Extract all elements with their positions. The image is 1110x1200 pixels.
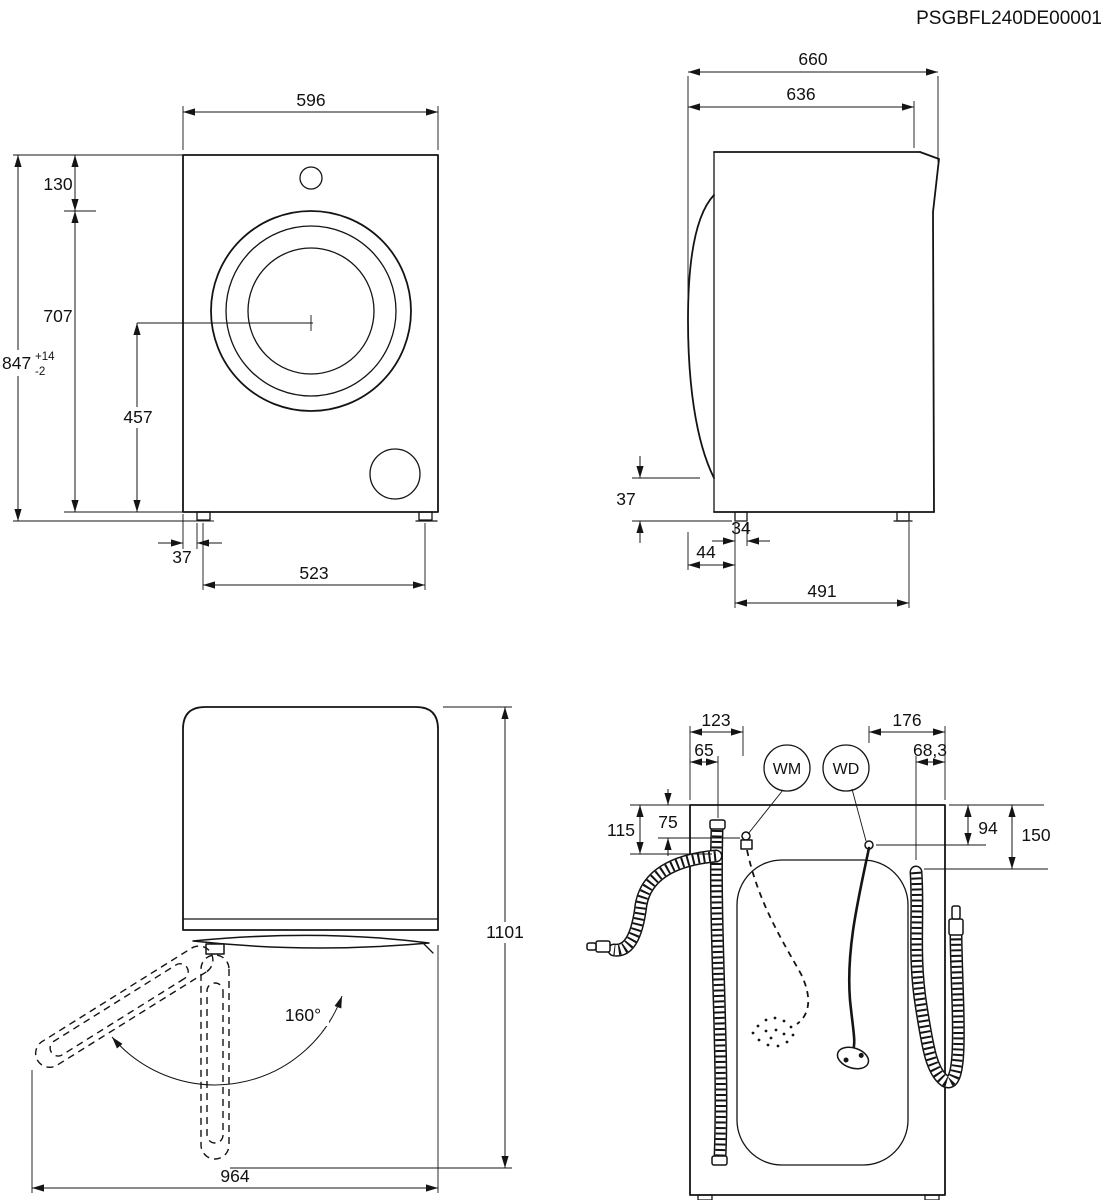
dim-front-height-tol-up: +14 (35, 351, 55, 363)
dim-side-feet-span: 491 (807, 581, 836, 601)
dim-front-top-to-door: 130 (43, 174, 72, 194)
dim-side-depth-body: 636 (786, 84, 815, 104)
side-door-bulge (687, 194, 715, 479)
dim-rear-inlet-y: 150 (1021, 825, 1050, 845)
power-cord (847, 846, 871, 1052)
wd-leader (851, 788, 867, 842)
dim-front-feet-span: 523 (299, 563, 328, 583)
front-left-foot (196, 511, 211, 521)
door-open-view: 160° 1101 964 (29, 706, 531, 1193)
front-knob (299, 166, 323, 190)
door-open-160 (29, 940, 219, 1074)
dim-front-foot-inset: 37 (172, 547, 191, 567)
rear-view: WM WD 123 (586, 710, 1051, 1200)
drain-hook-fitting (595, 940, 611, 953)
dim-rear-drain-y: 115 (607, 820, 635, 840)
door-hinge (205, 943, 225, 955)
dim-front-height-tol-down: -2 (35, 366, 45, 378)
dim-front-height: 847 (2, 353, 31, 373)
dim-rear-wm-x: 123 (701, 710, 730, 730)
door-open-positions: 160° (29, 940, 343, 1160)
front-door-glass (247, 247, 375, 375)
door-open-90 (200, 954, 230, 1160)
front-view-machine (182, 154, 439, 522)
front-door-mid-ring (225, 225, 397, 397)
front-view-dimensions: 596 130 707 847 +14 -2 457 37 523 (0, 90, 439, 590)
wm-bubble (763, 744, 811, 792)
side-view-machine (687, 151, 940, 522)
dim-side-foot-width: 34 (731, 518, 751, 538)
inlet-hose-tip (951, 905, 961, 920)
front-filter-cap (369, 448, 421, 500)
dim-rear-wd-y: 94 (978, 818, 998, 838)
drain-hook-tip (586, 942, 597, 951)
dim-front-door-zone: 707 (43, 306, 72, 326)
power-plug (836, 1046, 870, 1070)
dim-width-door-open: 964 (220, 1166, 249, 1186)
rear-hoses (586, 819, 964, 1166)
door-closed-edge (192, 934, 430, 949)
rear-cabinet (689, 804, 946, 1196)
drain-hose-top-cap (709, 819, 726, 830)
front-cabinet (182, 154, 439, 513)
dim-side-front-to-foot: 44 (696, 542, 716, 562)
rear-dimensions: 123 176 65 68,3 115 75 94 150 (607, 710, 1051, 870)
front-right-foot (418, 511, 433, 521)
drain-hose-bottom-cap (711, 1155, 728, 1166)
wd-label: WD (833, 761, 860, 778)
dim-rear-wm-y: 75 (658, 812, 677, 832)
rear-panel-recess (736, 859, 909, 1166)
dim-door-angle: 160° (285, 1005, 321, 1025)
dim-side-depth-total: 660 (798, 49, 827, 69)
wd-bubble (822, 744, 870, 792)
splash-dots (751, 1016, 795, 1048)
rear-callouts: WM WD (747, 744, 870, 842)
drain-path-dashed (746, 849, 810, 1025)
wm-leader (747, 789, 784, 835)
dim-depth-door-open: 1101 (486, 922, 524, 942)
dim-rear-wd-x: 176 (892, 710, 921, 730)
door-latch (423, 943, 434, 954)
rear-right-foot (924, 1194, 940, 1200)
dim-front-width: 596 (296, 90, 325, 110)
door-open-machine (182, 706, 439, 955)
rear-left-foot (697, 1194, 713, 1200)
side-rear-foot (896, 511, 910, 522)
inlet-hose-nut (948, 918, 964, 936)
topview-cabinet (182, 706, 439, 931)
dim-rear-drain-x: 65 (694, 740, 713, 760)
wm-inlet-elbow (740, 839, 753, 850)
side-view: 660 636 37 34 44 491 (616, 49, 940, 608)
side-front-foot (734, 511, 748, 522)
front-door-outer-ring (210, 210, 412, 412)
dim-side-foot-height: 37 (616, 489, 635, 509)
side-rear-edge (919, 151, 940, 513)
door-swing-arc (111, 995, 343, 1086)
front-view: 596 130 707 847 +14 -2 457 37 523 (0, 90, 439, 590)
dim-rear-inlet-x: 68,3 (913, 740, 947, 760)
part-number: PSGBFL240DE00001 (916, 8, 1102, 29)
wm-label: WM (773, 761, 801, 778)
dim-front-door-center-floor: 457 (123, 407, 152, 427)
side-view-dimensions: 660 636 37 34 44 491 (616, 49, 939, 608)
rear-machine (689, 804, 946, 1200)
door-open-dimensions: 1101 964 (31, 706, 531, 1193)
